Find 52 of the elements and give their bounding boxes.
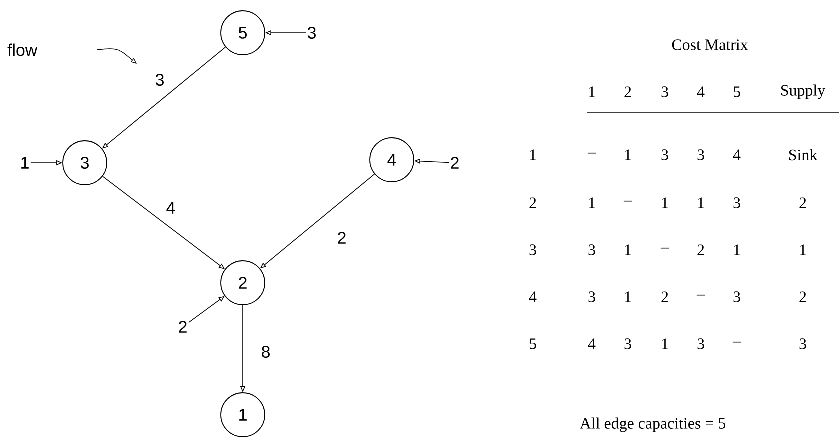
- column-header: 1: [589, 86, 596, 98]
- table-cell: 1: [625, 244, 632, 256]
- edge-label: 2: [336, 231, 348, 245]
- table-cell: 1: [698, 198, 704, 208]
- table-cell: 4: [733, 150, 741, 160]
- table-cell: 1: [800, 244, 806, 256]
- row-header: 2: [530, 198, 536, 208]
- row-header: 4: [529, 292, 537, 302]
- flow-label: flow: [8, 44, 38, 56]
- table-cell: 3: [698, 338, 704, 350]
- column-header: 2: [624, 86, 632, 98]
- table-cell: –: [588, 152, 596, 154]
- table-cell: 1: [662, 198, 668, 208]
- row-header: 5: [530, 338, 536, 350]
- column-header: 5: [734, 86, 740, 98]
- table-cell: 2: [800, 292, 806, 302]
- table-cell: 3: [588, 244, 596, 256]
- table-title: Cost Matrix: [672, 40, 748, 50]
- edge-label: 4: [165, 201, 177, 215]
- table-cell: 3: [734, 198, 740, 208]
- table-cell: –: [660, 248, 670, 249]
- table-cell: –: [732, 342, 742, 343]
- table-cell: –: [696, 294, 706, 296]
- column-header: Supply: [781, 84, 826, 100]
- supply-number: 2: [451, 157, 459, 169]
- table-cell: –: [624, 200, 632, 202]
- edge-label: 3: [154, 73, 166, 87]
- supply-number: 3: [308, 27, 316, 39]
- table-cell: 1: [662, 338, 668, 350]
- table-cell: 3: [698, 150, 704, 160]
- column-header: 3: [662, 86, 668, 98]
- table-cell: 2: [698, 244, 704, 256]
- table-cell: 2: [800, 198, 806, 208]
- column-header: 4: [697, 86, 705, 98]
- row-header: 3: [530, 244, 536, 256]
- table-cell: 3: [734, 292, 740, 302]
- table-cell: 1: [625, 150, 632, 160]
- table-cell: 1: [625, 292, 632, 302]
- table-cell: 1: [734, 244, 740, 256]
- note: All edge capacities = 5: [580, 418, 726, 432]
- edge-label: 8: [260, 345, 272, 359]
- table-cell: Sink: [789, 149, 818, 161]
- table-cell: 2: [662, 292, 668, 302]
- table-cell: 3: [800, 338, 806, 350]
- table-cell: 3: [588, 292, 596, 302]
- supply-number: 1: [22, 157, 29, 169]
- table-cell: 1: [589, 198, 596, 208]
- supply-number: 2: [179, 321, 187, 333]
- table-cell: 3: [662, 150, 668, 160]
- table-cell: 3: [624, 338, 632, 350]
- table-cell: 4: [588, 338, 596, 350]
- row-header: 1: [530, 150, 536, 160]
